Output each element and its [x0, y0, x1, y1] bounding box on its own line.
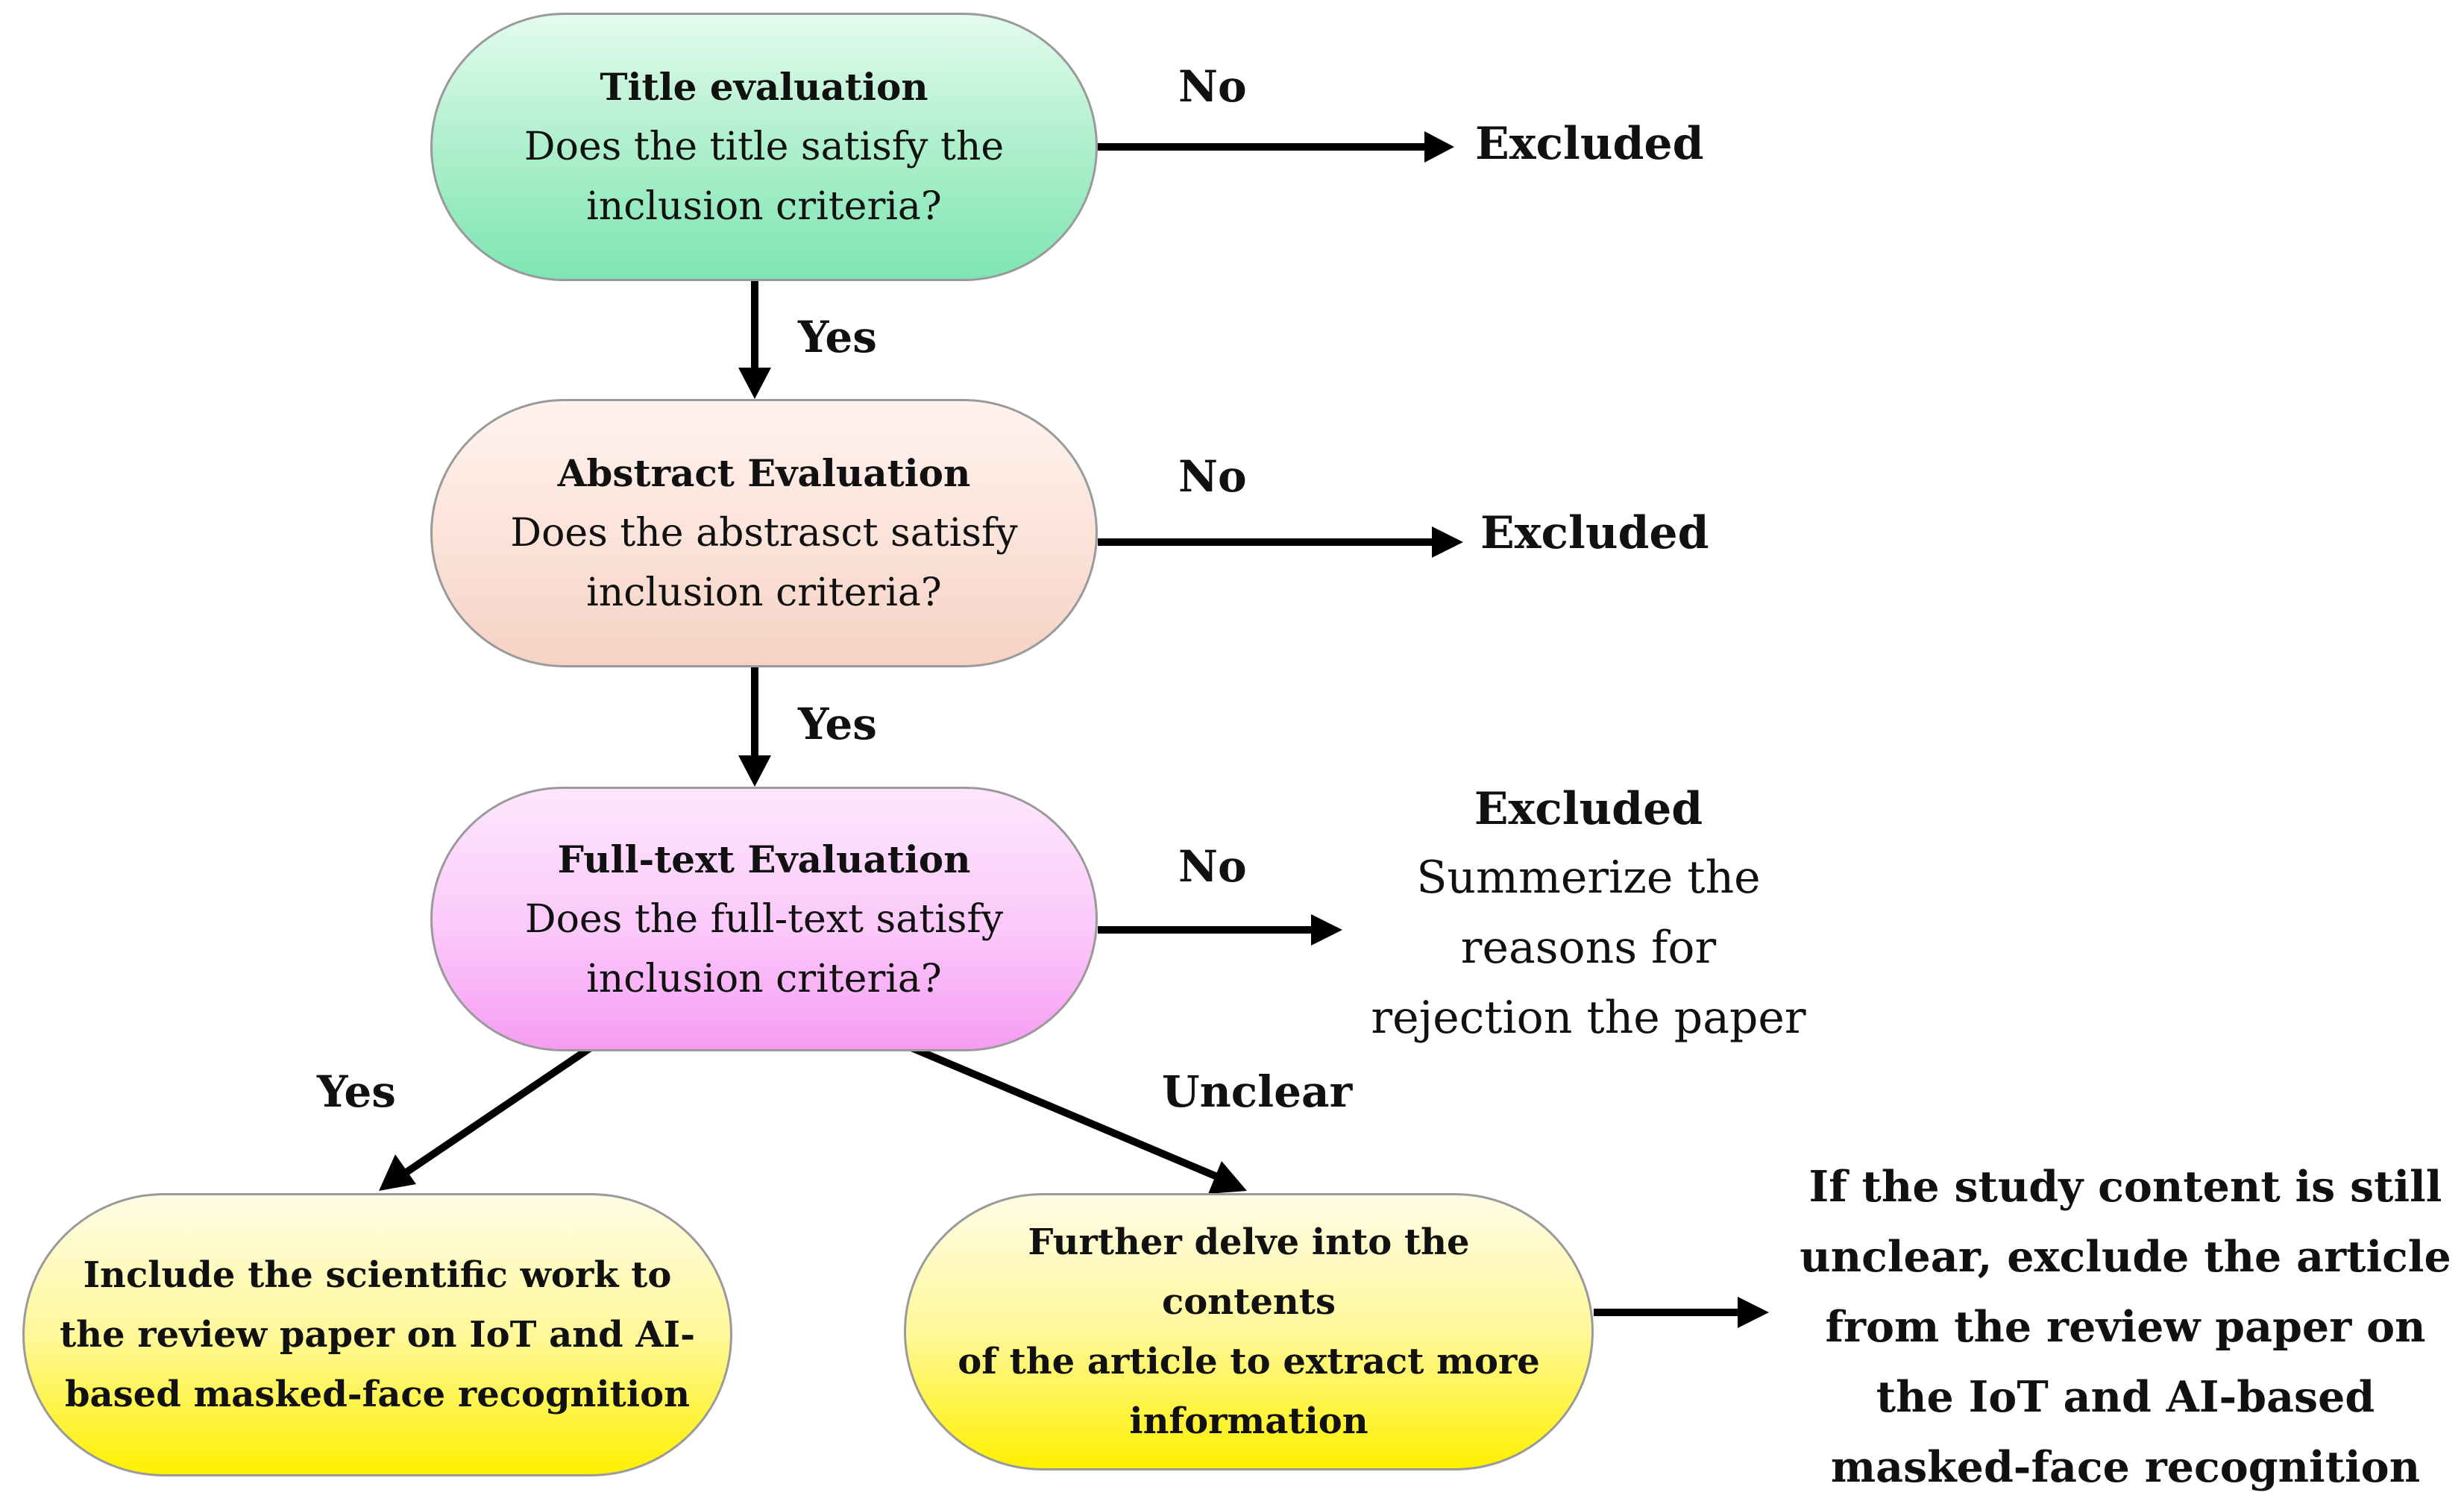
arrowhead-abstract-no [1432, 526, 1463, 558]
outcome-excluded-2: Excluded [1480, 507, 1709, 559]
further-line-3: information [1129, 1400, 1368, 1442]
rejection-outcome: Excluded Summerize the reasons for rejec… [1350, 776, 1827, 1053]
edge-label-no-3: No [1178, 841, 1247, 892]
final-note-line-5: masked-face recognition [1830, 1442, 2421, 1492]
include-line-1: Include the scientific work to [83, 1254, 672, 1296]
edge-label-yes-3: Yes [317, 1066, 396, 1117]
fulltext-evaluation-heading: Full-text Evaluation [557, 837, 971, 881]
arrowhead-fulltext-no [1311, 914, 1342, 946]
include-line-3: based masked-face recognition [64, 1374, 690, 1415]
arrowhead-fulltext-unclear [1208, 1161, 1247, 1194]
edge-label-no-1: No [1178, 61, 1247, 112]
abstract-evaluation-heading: Abstract Evaluation [557, 451, 971, 495]
further-line-2: of the article to extract more [958, 1341, 1540, 1382]
final-note-line-4: the IoT and AI-based [1876, 1372, 2375, 1422]
arrowhead-title-yes [738, 368, 771, 399]
edge-label-yes-2: Yes [798, 699, 877, 749]
outcome-excluded-1: Excluded [1475, 118, 1704, 170]
abstract-evaluation-line-2: inclusion criteria? [586, 570, 942, 615]
title-evaluation-line-2: inclusion criteria? [586, 184, 942, 229]
arrowhead-fulltext-yes [379, 1154, 416, 1191]
fulltext-evaluation-line-1: Does the full-text satisfy [524, 896, 1004, 942]
title-evaluation-node: Title evaluation Does the title satisfy … [430, 13, 1098, 281]
arrowhead-further-final [1738, 1297, 1769, 1328]
fulltext-evaluation-line-2: inclusion criteria? [586, 956, 942, 1001]
abstract-evaluation-node: Abstract Evaluation Does the abstrasct s… [430, 399, 1098, 667]
title-evaluation-line-1: Does the title satisfy the [524, 125, 1005, 169]
edge-label-no-2: No [1178, 451, 1247, 502]
include-line-2: the review paper on IoT and AI- [59, 1314, 696, 1356]
final-note-line-1: If the study content is still [1808, 1162, 2442, 1212]
abstract-evaluation-line-1: Does the abstrasct satisfy [510, 511, 1018, 556]
further-line-1: Further delve into the contents [1028, 1221, 1470, 1323]
arrowhead-title-no [1424, 131, 1454, 163]
arrow-fulltext-unclear [910, 1044, 1219, 1180]
rejection-reason-line-3: rejection the paper [1371, 992, 1806, 1044]
title-evaluation-heading: Title evaluation [600, 65, 928, 109]
edge-label-unclear: Unclear [1162, 1066, 1353, 1117]
arrowhead-abstract-yes [738, 755, 771, 787]
final-note-line-3: from the review paper on [1825, 1302, 2426, 1352]
final-exclusion-note: If the study content is still unclear, e… [1794, 1152, 2457, 1503]
further-delve-node: Further delve into the contents of the a… [904, 1193, 1594, 1470]
rejection-reason-line-1: Summerize the [1416, 852, 1761, 904]
final-note-line-2: unclear, exclude the article [1800, 1232, 2451, 1282]
include-node: Include the scientific work to the revie… [22, 1193, 732, 1476]
fulltext-evaluation-node: Full-text Evaluation Does the full-text … [430, 787, 1098, 1051]
rejection-reason-line-2: reasons for [1460, 922, 1717, 974]
edge-label-yes-1: Yes [798, 312, 877, 362]
arrow-fulltext-yes [404, 1044, 593, 1176]
outcome-excluded-3: Excluded [1474, 783, 1703, 835]
